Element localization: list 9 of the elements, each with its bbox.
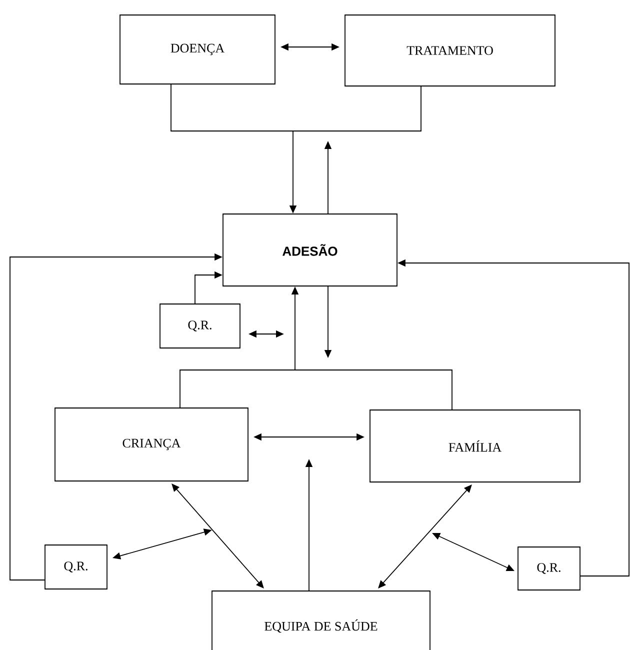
process-box: FAMÍLIA bbox=[370, 410, 580, 482]
process-box: Q.R. bbox=[44, 544, 108, 590]
process-box: EQUIPA DE SAÚDE bbox=[212, 590, 430, 650]
process-box: CRIANÇA bbox=[54, 408, 248, 482]
process-box: DOENÇA bbox=[120, 14, 276, 84]
process-box: Q.R. bbox=[518, 546, 580, 590]
process-box: Q.R. bbox=[160, 304, 240, 348]
process-box: TRATAMENTO bbox=[344, 14, 556, 86]
process-box: ADESÃO bbox=[222, 214, 398, 286]
